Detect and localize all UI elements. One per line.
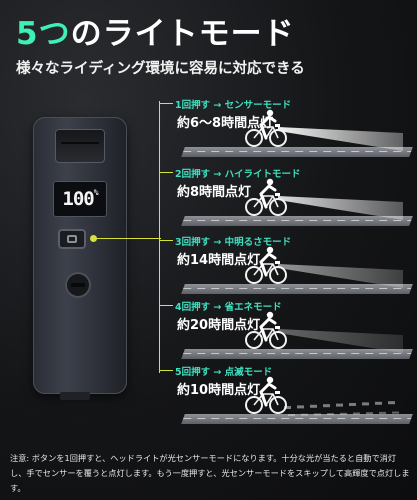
lens-icon xyxy=(55,129,105,163)
mode-label: 4回押す → 省エネモード xyxy=(175,302,282,313)
button-pointer-line xyxy=(95,238,161,239)
mode-tick-line xyxy=(159,103,173,104)
usb-port-cover-icon xyxy=(65,272,91,298)
battery-display: 100% xyxy=(53,181,107,217)
light-beam-icon xyxy=(278,329,403,353)
mode-label: 5回押す → 点滅モード xyxy=(175,367,273,378)
mode-time: 約20時間点灯 xyxy=(177,318,261,333)
title-rest: のライトモード xyxy=(70,16,295,52)
mode-tick-line xyxy=(159,305,173,306)
light-beam-icon xyxy=(278,264,403,288)
mode-bracket-line xyxy=(159,101,172,373)
battery-value: 100 xyxy=(62,188,94,210)
light-beam-icon xyxy=(284,401,399,416)
battery-unit: % xyxy=(93,188,99,197)
mode-time: 約6～8時間点灯 xyxy=(177,116,274,131)
battery-percentage: 100% xyxy=(62,188,99,210)
cyclist-icon xyxy=(245,309,287,351)
title-accent: 5つ xyxy=(16,16,71,52)
mode-tick-line xyxy=(159,240,173,241)
subtitle: 様々なライディング環境に容易に対応できる xyxy=(16,61,305,77)
cyclist-icon xyxy=(245,374,287,416)
bike-light-device: 100% xyxy=(33,117,127,394)
mode-time: 約14時間点灯 xyxy=(177,253,261,268)
device-mount-foot xyxy=(60,392,90,400)
cyclist-icon xyxy=(245,176,287,218)
mode-time: 約10時間点灯 xyxy=(177,383,261,398)
mode-label: 1回押す → センサーモード xyxy=(175,100,292,111)
mode-label: 3回押す → 中明るさモード xyxy=(175,237,292,248)
note-text: 注意: ボタンを1回押すと、ヘッドライトが光センサーモードになります。十分な光が… xyxy=(10,453,410,493)
cyclist-icon xyxy=(245,244,287,286)
light-beam-icon xyxy=(278,196,403,220)
mode-tick-line xyxy=(159,172,173,173)
page-title: 5つのライトモード xyxy=(16,8,295,53)
button-pointer-dot xyxy=(90,235,97,242)
cyclist-icon xyxy=(245,107,287,149)
mode-time: 約8時間点灯 xyxy=(177,185,252,200)
light-beam-icon xyxy=(278,127,403,151)
mode-label: 2回押す → ハイライトモード xyxy=(175,169,301,180)
mode-tick-line xyxy=(159,370,173,371)
power-button[interactable] xyxy=(58,229,86,249)
